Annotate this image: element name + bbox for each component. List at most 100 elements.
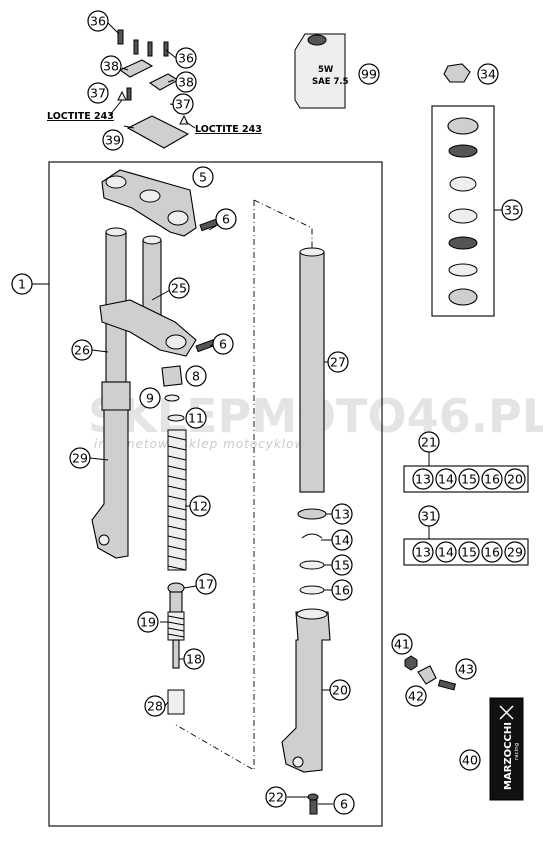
lower-clamp-bar	[126, 115, 190, 149]
svg-text:22: 22	[268, 790, 284, 805]
upper-clamp-right	[148, 73, 180, 91]
kit-chip: 13	[412, 468, 434, 490]
inner-tube-27	[299, 251, 325, 493]
callout-16: 16	[331, 579, 353, 601]
svg-text:14: 14	[334, 533, 350, 548]
bearing-parts-35	[447, 117, 479, 306]
callout-11: 11	[185, 407, 207, 429]
callout-25: 25	[168, 277, 190, 299]
loctite-label-right: LOCTITE 243	[195, 124, 262, 135]
svg-text:37: 37	[90, 86, 106, 101]
svg-text:41: 41	[394, 637, 410, 652]
fork-spring-12	[167, 429, 187, 571]
callout-38a: 38	[100, 55, 122, 77]
brand-name: MARZOCCHI	[503, 722, 514, 790]
svg-text:14: 14	[438, 472, 454, 487]
sleeve-37a	[117, 90, 127, 101]
callout-21: 21	[418, 431, 440, 453]
kit-chip: 14	[435, 468, 457, 490]
svg-text:8: 8	[192, 369, 200, 384]
bushing-16	[299, 585, 325, 595]
fork-oil-can: 5W SAE 7.5	[294, 33, 349, 109]
svg-text:43: 43	[458, 662, 474, 677]
callout-35: 35	[501, 199, 523, 221]
svg-text:13: 13	[415, 545, 431, 560]
svg-text:38: 38	[178, 75, 194, 90]
bolt-6-bottom	[309, 799, 318, 815]
callout-31: 31	[418, 505, 440, 527]
svg-text:35: 35	[504, 203, 520, 218]
svg-text:15: 15	[461, 545, 477, 560]
svg-text:15: 15	[461, 472, 477, 487]
rebound-spring-19	[167, 611, 185, 641]
top-cap-8	[161, 365, 183, 387]
kit-chip: 15	[458, 468, 480, 490]
svg-text:34: 34	[480, 67, 496, 82]
callout-12: 12	[189, 495, 211, 517]
damper-rod-18	[172, 639, 180, 669]
svg-text:26: 26	[74, 343, 90, 358]
kit-21-box: 13 14 15 16 20	[403, 465, 529, 493]
callout-40: 40	[459, 749, 481, 771]
seal-13	[297, 508, 327, 520]
callout-9: 9	[139, 387, 161, 409]
svg-text:28: 28	[147, 699, 163, 714]
kit-21-items: 13 14 15 16 20	[412, 468, 526, 490]
leader-lines	[31, 21, 333, 805]
svg-text:20: 20	[507, 472, 523, 487]
callout-26: 26	[71, 339, 93, 361]
kit-chip: 15	[458, 541, 480, 563]
svg-text:16: 16	[484, 545, 500, 560]
bolt-36d	[163, 41, 169, 57]
callout-43: 43	[455, 658, 477, 680]
callout-15: 15	[331, 554, 353, 576]
outer-leg-20	[281, 611, 331, 773]
kit-chip: 13	[412, 541, 434, 563]
svg-text:16: 16	[334, 583, 350, 598]
dust-seal-left	[101, 381, 131, 411]
callout-5: 5	[192, 166, 214, 188]
washer-22	[307, 793, 319, 801]
callout-36b: 36	[175, 47, 197, 69]
kit-chip: 29	[504, 541, 526, 563]
watermark-sub: internetowy sklep motocyklowy	[94, 437, 313, 451]
callout-13: 13	[331, 503, 353, 525]
svg-text:13: 13	[415, 472, 431, 487]
loctite-label-left: LOCTITE 243	[47, 111, 114, 122]
svg-text:42: 42	[408, 689, 424, 704]
clamp-bolts-group	[117, 29, 190, 149]
bolt-6-lower	[195, 339, 216, 353]
steering-nut-34	[443, 63, 471, 83]
svg-text:5: 5	[199, 170, 207, 185]
callout-29: 29	[69, 447, 91, 469]
svg-text:1: 1	[18, 277, 26, 292]
svg-text:27: 27	[330, 355, 346, 370]
callout-27: 27	[327, 351, 349, 373]
svg-text:6: 6	[222, 212, 230, 227]
svg-text:25: 25	[171, 281, 187, 296]
kit-chip: 20	[504, 468, 526, 490]
svg-text:9: 9	[146, 391, 154, 406]
kit-31-items: 13 14 15 16 29	[412, 541, 526, 563]
piston-body	[169, 591, 183, 613]
oil-can-body	[294, 33, 346, 109]
svg-text:13: 13	[334, 507, 350, 522]
alignment-line-upper	[253, 199, 313, 250]
callout-6b: 6	[212, 333, 234, 355]
callout-34: 34	[477, 63, 499, 85]
callout-22: 22	[265, 786, 287, 808]
callout-19: 19	[137, 611, 159, 633]
callout-41: 41	[391, 633, 413, 655]
oil-can-label-1: 5W	[318, 65, 334, 75]
svg-text:12: 12	[192, 499, 208, 514]
svg-text:20: 20	[332, 683, 348, 698]
callout-1: 1	[11, 273, 33, 295]
svg-text:15: 15	[334, 558, 350, 573]
assembly-frame	[48, 161, 383, 827]
svg-text:14: 14	[438, 545, 454, 560]
oil-can-cap	[307, 34, 327, 46]
kit-chip: 16	[481, 468, 503, 490]
svg-text:21: 21	[421, 435, 437, 450]
svg-text:11: 11	[188, 411, 204, 426]
oil-can-label-2: SAE 7.5	[312, 77, 349, 87]
